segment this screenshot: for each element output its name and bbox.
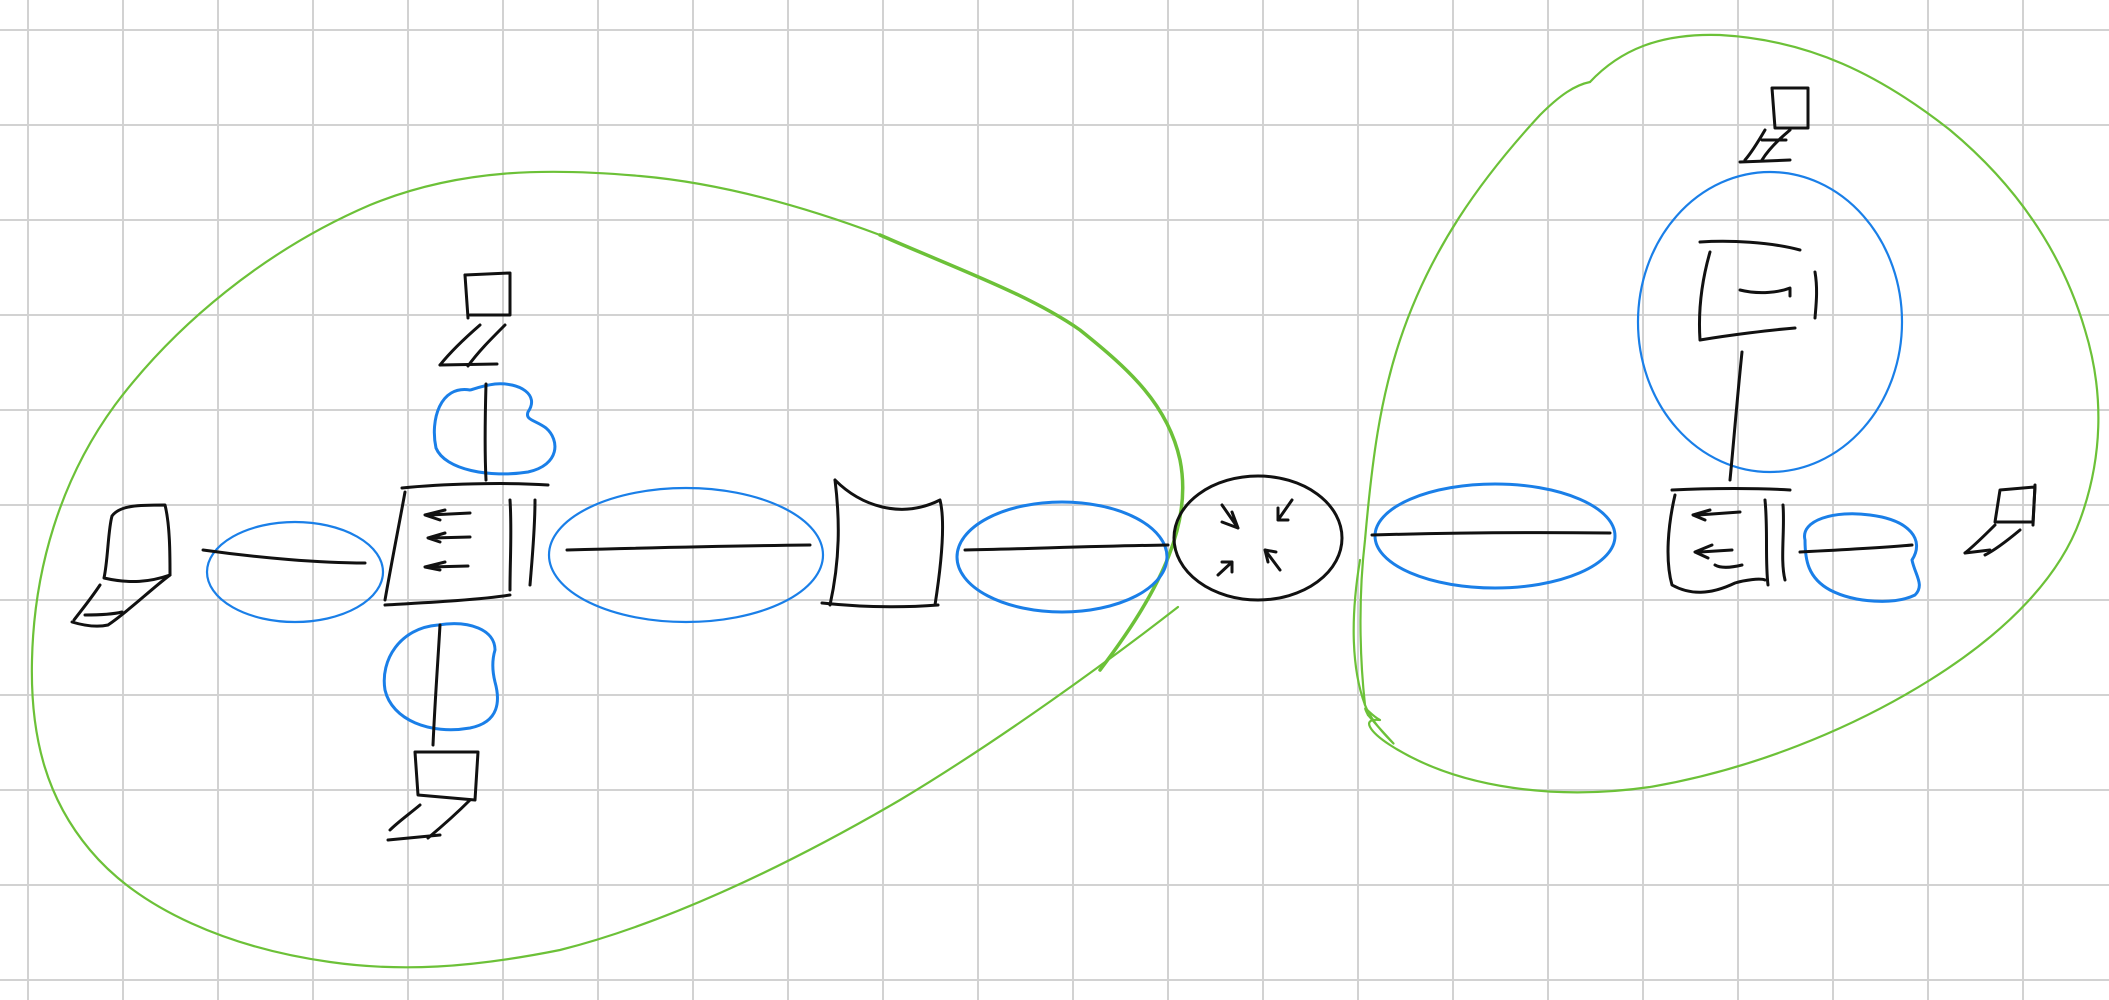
hub-icon xyxy=(820,478,944,609)
device-bridge-right-top[interactable] xyxy=(1698,239,1819,342)
link-highlights xyxy=(205,170,1921,732)
device-router[interactable] xyxy=(1172,474,1344,602)
link-lines xyxy=(201,350,1914,747)
device-pc-top-right[interactable] xyxy=(1738,86,1810,164)
router-icon xyxy=(1172,474,1344,602)
device-pc-top-left[interactable] xyxy=(438,271,512,368)
link-highlight-hub-router xyxy=(955,500,1169,614)
link-highlight-pc-bottom-left xyxy=(382,622,499,732)
device-pc-right[interactable] xyxy=(1963,483,2037,557)
device-hub-middle[interactable] xyxy=(820,478,944,609)
link-highlight-pc-top-left xyxy=(432,382,557,476)
link-highlight-router-switch xyxy=(1373,482,1617,590)
laptop-icon xyxy=(438,271,512,368)
bridge-icon xyxy=(1698,239,1819,342)
link-highlight-pc-left xyxy=(205,520,385,624)
group-outline-right xyxy=(1352,33,2100,794)
device-switch-right[interactable] xyxy=(1666,487,1792,594)
group-outline-left xyxy=(30,170,1185,969)
link-highlight-switch-hub xyxy=(547,486,825,624)
laptop-icon xyxy=(1963,483,2037,557)
device-switch-left[interactable] xyxy=(383,482,550,607)
switch-icon xyxy=(1666,487,1792,594)
device-pc-bottom-left[interactable] xyxy=(386,750,480,842)
link-highlight-switch-bridge xyxy=(1636,170,1904,474)
laptop-icon xyxy=(70,503,172,628)
laptop-icon xyxy=(1738,86,1810,164)
device-pc-left[interactable] xyxy=(70,503,172,628)
switch-icon xyxy=(383,482,550,607)
laptop-icon xyxy=(386,750,480,842)
link-highlight-pc-right xyxy=(1803,512,1921,603)
